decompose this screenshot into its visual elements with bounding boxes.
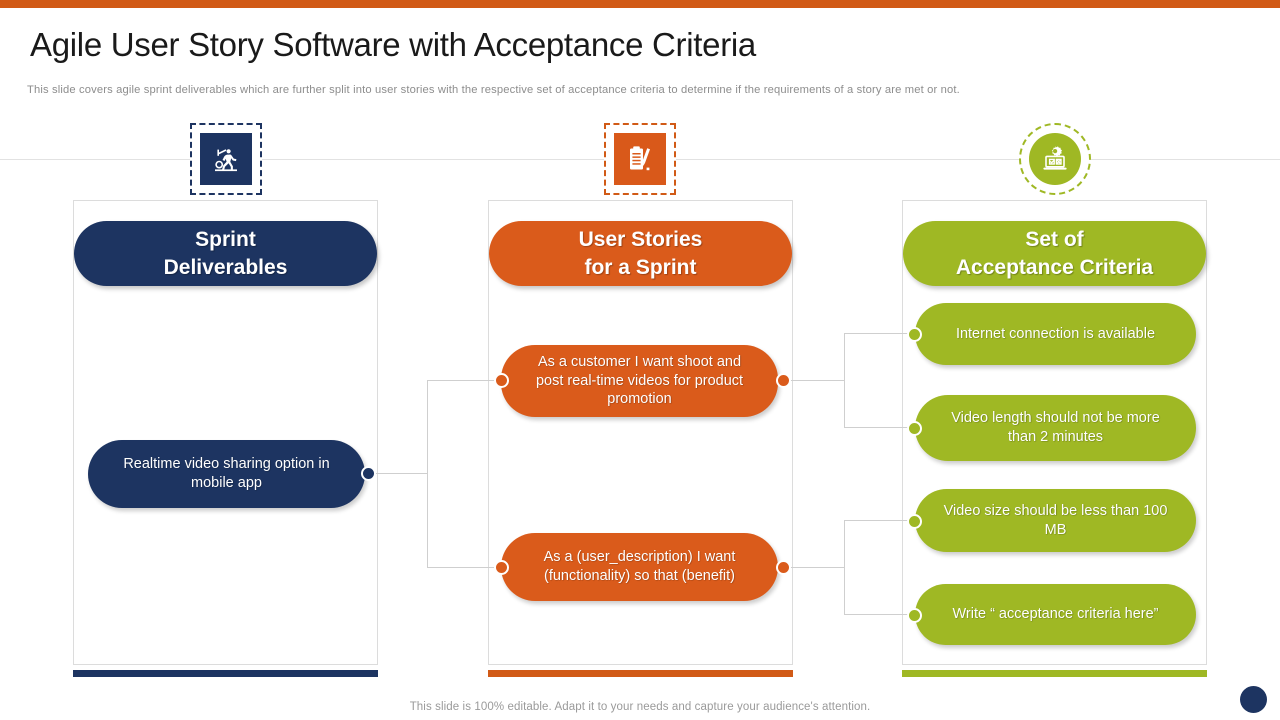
- header-pill-criteria-line2: Acceptance Criteria: [955, 255, 1154, 279]
- card-criteria-2[interactable]: Video size should be less than 100 MB: [915, 489, 1196, 552]
- icon-badge-criteria: [1019, 123, 1091, 195]
- footer-note: This slide is 100% editable. Adapt it to…: [409, 701, 871, 713]
- page-title: Agile User Story Software with Acceptanc…: [30, 26, 756, 63]
- card-sprint-item-0[interactable]: Realtime video sharing option in mobile …: [88, 440, 365, 508]
- sprint-runner-icon: [200, 133, 252, 185]
- header-pill-acceptance-criteria[interactable]: Set of Acceptance Criteria: [903, 221, 1206, 286]
- connector-story-0-to-bracket: [789, 380, 845, 381]
- column-footer-bar-criteria: [902, 670, 1207, 677]
- column-footer-bar-sprint: [73, 670, 378, 677]
- connector-bracket-to-criteria-2: [844, 520, 920, 521]
- icon-badge-stories: [604, 123, 676, 195]
- connector-bracket-to-story-0: [427, 380, 504, 381]
- header-pill-sprint-deliverables[interactable]: Sprint Deliverables: [74, 221, 377, 286]
- node-criteria-2-left: [907, 514, 922, 529]
- node-story-1-right: [776, 560, 791, 575]
- header-pill-user-stories[interactable]: User Stories for a Sprint: [489, 221, 792, 286]
- card-story-1-label: As a (user_description) I want (function…: [543, 549, 736, 584]
- card-criteria-2-label: Video size should be less than 100 MB: [943, 502, 1168, 538]
- connector-bracket-stories-vertical: [427, 380, 428, 568]
- node-story-1-left: [494, 560, 509, 575]
- node-story-0-right: [776, 373, 791, 388]
- card-story-0[interactable]: As a customer I want shoot and post real…: [501, 345, 778, 417]
- card-criteria-1-label: Video length should not be more than 2 m…: [951, 410, 1160, 445]
- connector-story-1-to-bracket: [789, 567, 845, 568]
- card-story-1[interactable]: As a (user_description) I want (function…: [501, 533, 778, 601]
- node-sprint-item-0-right: [361, 466, 376, 481]
- connector-bracket-to-story-1: [427, 567, 504, 568]
- header-pill-stories-line1: User Stories: [578, 227, 703, 251]
- column-footer-bar-stories: [488, 670, 793, 677]
- header-pill-criteria-line1: Set of: [1025, 227, 1084, 251]
- card-criteria-3-label: Write “ acceptance criteria here”: [952, 606, 1159, 623]
- header-pill-sprint-line1: Sprint: [195, 227, 256, 251]
- connector-bracket-to-criteria-1: [844, 427, 920, 428]
- header-pill-stories-line2: for a Sprint: [584, 255, 697, 279]
- node-criteria-0-left: [907, 327, 922, 342]
- page-subtitle: This slide covers agile sprint deliverab…: [27, 84, 960, 96]
- connector-bracket-criteria-b-vertical: [844, 520, 845, 614]
- card-sprint-item-0-label: Realtime video sharing option in mobile …: [123, 456, 330, 491]
- card-story-0-label: As a customer I want shoot and post real…: [535, 354, 744, 408]
- clipboard-pencil-icon: [614, 133, 666, 185]
- connector-bracket-criteria-a-vertical: [844, 333, 845, 427]
- connector-sprint-to-bracket: [374, 473, 428, 474]
- card-criteria-1[interactable]: Video length should not be more than 2 m…: [915, 395, 1196, 461]
- connector-bracket-to-criteria-0: [844, 333, 920, 334]
- node-criteria-1-left: [907, 421, 922, 436]
- card-criteria-0[interactable]: Internet connection is available: [915, 303, 1196, 365]
- top-accent-bar: [0, 0, 1280, 8]
- card-criteria-3[interactable]: Write “ acceptance criteria here”: [915, 584, 1196, 645]
- laptop-gear-check-icon: [1029, 133, 1081, 185]
- corner-decoration-dot: [1240, 686, 1267, 713]
- icon-badge-sprint: [190, 123, 262, 195]
- header-pill-sprint-line2: Deliverables: [163, 255, 288, 279]
- node-story-0-left: [494, 373, 509, 388]
- card-criteria-0-label: Internet connection is available: [955, 325, 1156, 342]
- connector-bracket-to-criteria-3: [844, 614, 920, 615]
- node-criteria-3-left: [907, 608, 922, 623]
